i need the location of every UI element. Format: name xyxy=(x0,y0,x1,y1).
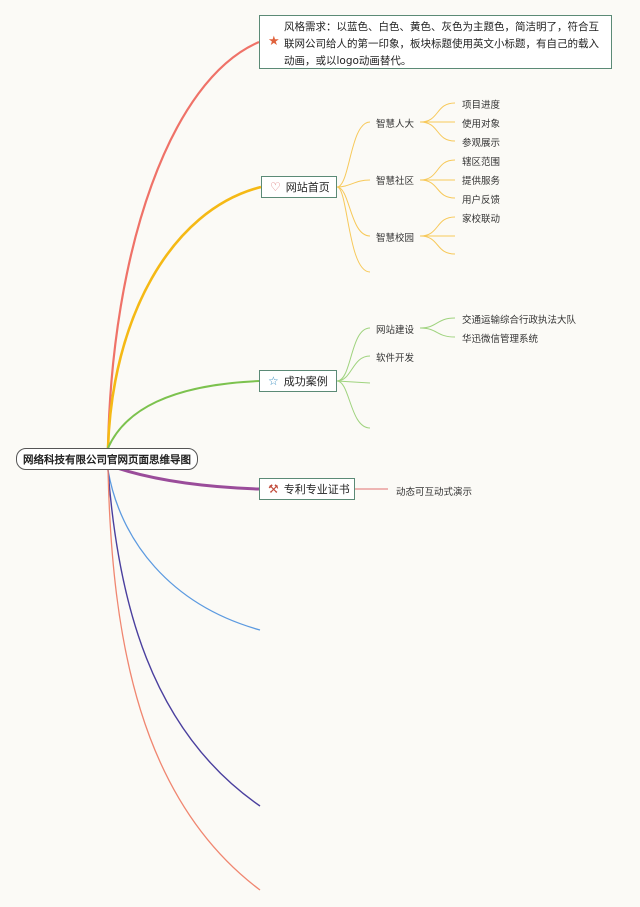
branch-homepage[interactable]: ♡ 网站首页 xyxy=(261,176,337,198)
leaf-line xyxy=(419,102,456,123)
leaf-line xyxy=(419,159,456,181)
leaf-item[interactable]: 项目进度 xyxy=(462,100,501,111)
homepage-line-2 xyxy=(336,179,371,188)
leaf-item[interactable]: 使用对象 xyxy=(462,119,501,130)
branch-patents[interactable]: ⚒ 专利专业证书 xyxy=(259,478,355,500)
cases-line-4 xyxy=(336,380,371,429)
star-outline-icon: ☆ xyxy=(268,374,279,388)
branch-line-empty-navy xyxy=(107,469,261,807)
branch-line-homepage xyxy=(106,185,262,449)
leaf-line xyxy=(419,317,456,329)
leaf-line xyxy=(419,216,456,237)
leaf-line xyxy=(419,179,456,199)
star-icon: ★ xyxy=(268,34,280,49)
heart-icon: ♡ xyxy=(270,180,281,194)
tools-icon: ⚒ xyxy=(268,482,279,496)
branch-cases[interactable]: ☆ 成功案例 xyxy=(259,370,337,392)
subnode-website-building[interactable]: 网站建设 xyxy=(376,325,415,336)
cases-line-2 xyxy=(336,355,371,382)
branch-line-empty-blue xyxy=(107,469,261,631)
leaf-item[interactable]: 华迅微信管理系统 xyxy=(462,334,539,345)
homepage-line-1 xyxy=(336,121,371,188)
homepage-line-3 xyxy=(336,186,371,237)
root-node[interactable]: 网络科技有限公司官网页面思维导图 xyxy=(16,448,198,470)
subnode-zhihui-xiaoyuan[interactable]: 智慧校园 xyxy=(376,233,415,244)
cases-line-1 xyxy=(336,327,371,382)
subnode-software-dev[interactable]: 软件开发 xyxy=(376,353,415,364)
leaf-line xyxy=(419,327,456,338)
subnode-zhihui-renda[interactable]: 智慧人大 xyxy=(376,119,415,130)
leaf-item[interactable]: 辖区范围 xyxy=(462,157,501,168)
branch-patents-label: 专利专业证书 xyxy=(283,483,350,496)
leaf-item[interactable]: 参观展示 xyxy=(462,138,501,149)
branch-line-note xyxy=(106,40,260,449)
subnode-interactive-demo[interactable]: 动态可互动式演示 xyxy=(396,487,473,498)
branch-homepage-label: 网站首页 xyxy=(285,181,330,194)
leaf-line xyxy=(419,121,456,142)
leaf-item[interactable]: 用户反馈 xyxy=(462,195,501,206)
root-label: 网络科技有限公司官网页面思维导图 xyxy=(23,453,191,466)
leaf-line xyxy=(419,235,456,255)
branch-line-cases xyxy=(107,380,260,449)
note-text: 风格需求：以蓝色、白色、黄色、灰色为主题色，简洁明了，符合互联网公司给人的第一印… xyxy=(284,21,599,67)
leaf-item[interactable]: 家校联动 xyxy=(462,214,501,225)
cases-line-3 xyxy=(336,380,371,384)
homepage-line-4 xyxy=(336,186,371,273)
subnode-zhihui-shequ[interactable]: 智慧社区 xyxy=(376,176,415,187)
leaf-item[interactable]: 提供服务 xyxy=(462,176,501,187)
branch-cases-label: 成功案例 xyxy=(283,375,328,388)
branch-line-empty-salmon xyxy=(107,469,261,891)
style-requirement-note[interactable]: ★ 风格需求：以蓝色、白色、黄色、灰色为主题色，简洁明了，符合互联网公司给人的第… xyxy=(259,15,612,69)
leaf-item[interactable]: 交通运输综合行政执法大队 xyxy=(462,315,577,326)
